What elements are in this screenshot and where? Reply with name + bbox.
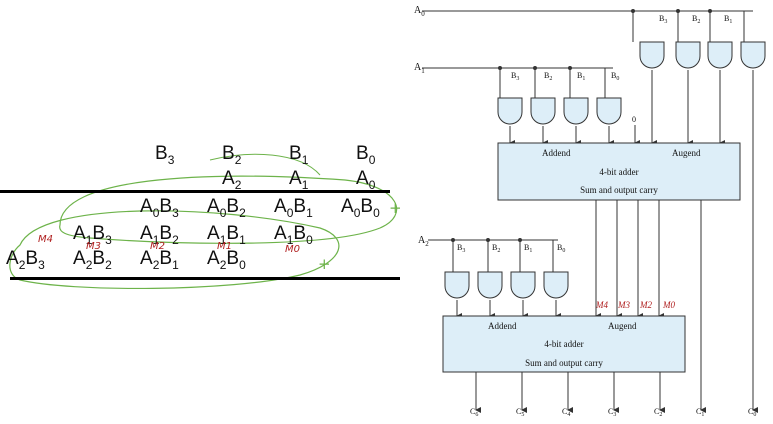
circuit-anno-m2: M2 xyxy=(639,300,652,310)
and-gate xyxy=(675,41,701,69)
circuit-anno-m4: M4 xyxy=(595,300,608,310)
term-b3: B3 xyxy=(155,143,175,167)
plus-mark-1: + xyxy=(389,199,402,217)
c4-label: C4 xyxy=(562,407,570,418)
and-gate xyxy=(740,41,766,69)
term-b2: B2 xyxy=(222,143,242,167)
adder1-footer: Sum and output carry xyxy=(580,185,658,195)
green-loop-lower xyxy=(9,210,340,290)
a0-label: A0 xyxy=(414,5,425,18)
b3-label: B3 xyxy=(659,14,667,25)
pp2-a2b1: A2B1 xyxy=(140,248,179,272)
term-a2: A2 xyxy=(222,168,242,192)
c5-label: C5 xyxy=(516,407,524,418)
pp0-a0b1: A0B1 xyxy=(274,196,313,220)
and-gate xyxy=(477,271,503,299)
pp2-a2b3: A2B3 xyxy=(6,248,45,272)
annotation-m0: M0 xyxy=(285,244,300,255)
and-gate xyxy=(596,97,622,125)
adder2-addend-label: Addend xyxy=(488,321,517,331)
green-loop-top xyxy=(209,153,321,176)
pp1-a1b3: A1B3 xyxy=(73,223,112,247)
b3-label: B3 xyxy=(457,243,465,254)
and-gate xyxy=(497,97,523,125)
and-gate xyxy=(530,97,556,125)
circuit-svg: A0 A1 A2 B3 B2 B1 B3 B2 B1 B0 B3 B2 B1 B… xyxy=(414,5,766,418)
c3-label: C3 xyxy=(608,407,616,418)
annotation-m3: M3 xyxy=(86,241,101,252)
b0-label: B0 xyxy=(611,71,619,82)
plus-mark-2: + xyxy=(318,255,331,273)
adder1-title: 4-bit adder xyxy=(599,167,638,177)
bottom-rule xyxy=(10,277,400,280)
b2-label: B2 xyxy=(544,71,552,82)
pp1-a1b2: A1B2 xyxy=(140,223,179,247)
multiplication-table: B3 B2 B1 B0 A2 A1 A0 A0B3 A0B2 A0B1 A0B0… xyxy=(0,143,402,290)
and-gate xyxy=(444,271,470,299)
circuit-anno-m3: M3 xyxy=(617,300,630,310)
b1-label: B1 xyxy=(724,14,732,25)
annotation-loops xyxy=(9,153,398,290)
and-gate xyxy=(707,41,733,69)
pp1-a1b1: A1B1 xyxy=(207,223,246,247)
circuit-anno-m0: M0 xyxy=(662,300,675,310)
adder-2-box xyxy=(442,315,686,373)
b1-label: B1 xyxy=(524,243,532,254)
b2-label: B2 xyxy=(692,14,700,25)
pp1-a1b0: A1B0 xyxy=(274,223,313,247)
multiplier-circuit: A0 A1 A2 B3 B2 B1 B3 B2 B1 B0 B3 B2 B1 B… xyxy=(410,0,773,419)
b0-label: B0 xyxy=(557,243,565,254)
pp0-a0b0: A0B0 xyxy=(341,196,380,220)
b3-label: B3 xyxy=(511,71,519,82)
c0-label: C0 xyxy=(748,407,756,418)
zero-label: 0 xyxy=(632,115,636,124)
pp0-a0b3: A0B3 xyxy=(140,196,179,220)
term-a0: A0 xyxy=(356,168,376,192)
and-gate xyxy=(510,271,536,299)
pp2-a2b0: A2B0 xyxy=(207,248,246,272)
adder2-footer: Sum and output carry xyxy=(525,358,603,368)
adder1-augend-label: Augend xyxy=(672,148,701,158)
and-gate xyxy=(563,97,589,125)
a1-label: A1 xyxy=(414,62,425,75)
and-gate xyxy=(543,271,569,299)
term-a1: A1 xyxy=(289,168,309,192)
adder2-title: 4-bit adder xyxy=(544,339,583,349)
pp0-a0b2: A0B2 xyxy=(207,196,246,220)
b2-label: B2 xyxy=(492,243,500,254)
green-loop-upper xyxy=(59,175,398,244)
annotation-m4: M4 xyxy=(38,234,53,245)
top-rule xyxy=(0,190,390,193)
term-b0: B0 xyxy=(356,143,376,167)
a2-label: A2 xyxy=(418,235,429,248)
term-b1: B1 xyxy=(289,143,309,167)
adder-1-box xyxy=(497,142,741,201)
c2-label: C2 xyxy=(654,407,662,418)
c1-label: C1 xyxy=(696,407,704,418)
pp2-a2b2: A2B2 xyxy=(73,248,112,272)
adder1-addend-label: Addend xyxy=(542,148,571,158)
annotation-m2: M2 xyxy=(150,241,165,252)
and-gate xyxy=(639,41,665,69)
adder2-augend-label: Augend xyxy=(608,321,637,331)
b1-label: B1 xyxy=(577,71,585,82)
annotation-m1: M1 xyxy=(217,241,232,252)
c6-label: C6 xyxy=(470,407,478,418)
